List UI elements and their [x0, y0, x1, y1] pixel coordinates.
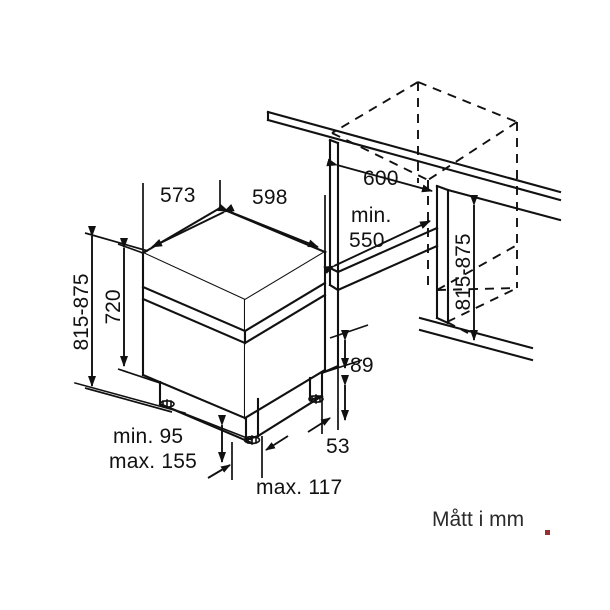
dimension-label-max-117: max. 117 — [256, 476, 342, 499]
dimension-label-598: 598 — [252, 186, 288, 209]
units-note-label: Mått i mm — [432, 508, 524, 531]
dimension-label-max-155: max. 155 — [109, 450, 197, 473]
control-panel-strip — [141, 281, 327, 345]
floor-line-left — [74, 382, 186, 414]
dimension-89: 89 — [321, 324, 374, 377]
dimension-label-815-875-right: 815-875 — [452, 233, 475, 310]
dimension-max-117: max. 117 — [207, 435, 342, 499]
dimension-815-875-right: 815-875 — [452, 195, 478, 341]
dimension-label-600: 600 — [363, 167, 399, 190]
dimension-min-550: min. 550 — [323, 204, 431, 274]
units-note-group: Mått i mm — [432, 508, 550, 535]
dimension-53: 53 — [307, 366, 350, 458]
dimension-label-815-875-left: 815-875 — [70, 273, 93, 350]
dimension-label-573: 573 — [160, 184, 196, 207]
dimension-720: 720 — [102, 238, 161, 384]
accent-dot — [545, 530, 550, 535]
dimension-label-720: 720 — [102, 289, 125, 324]
dimension-label-min: min. — [351, 204, 391, 227]
dimension-label-550: 550 — [349, 229, 385, 252]
dimension-label-53: 53 — [326, 435, 350, 458]
dimension-573: 573 — [142, 180, 235, 253]
appliance-footprint — [158, 394, 324, 445]
cabinet-right-panel — [435, 184, 562, 325]
dimension-label-min-95: min. 95 — [113, 425, 183, 448]
dimension-600: 600 — [326, 158, 433, 193]
dimension-min95-max155: min. 95 max. 155 — [109, 415, 226, 473]
dimension-label-89: 89 — [350, 354, 374, 377]
dimension-815-875-left: 815-875 — [70, 226, 173, 413]
